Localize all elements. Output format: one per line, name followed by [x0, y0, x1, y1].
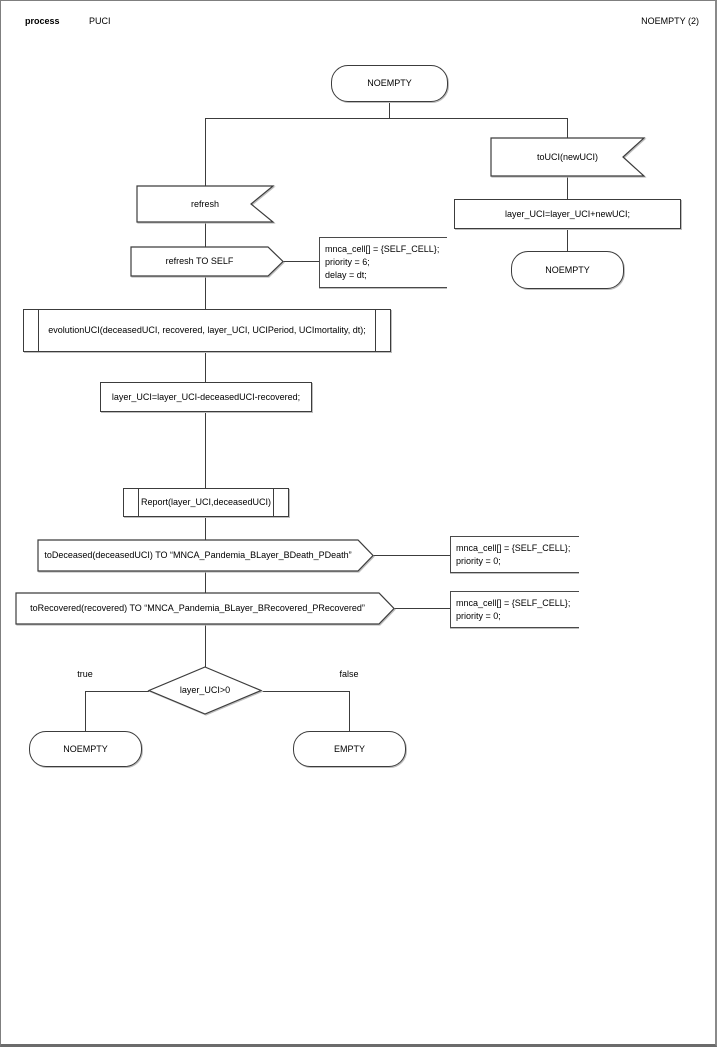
comment-line: priority = 0; — [456, 556, 501, 566]
state-noempty-right[interactable]: NOEMPTY — [511, 251, 624, 289]
procedure-call-report[interactable]: Report(layer_UCI,deceasedUCI) — [123, 488, 289, 517]
state-label: NOEMPTY — [367, 78, 412, 88]
connector — [205, 276, 206, 309]
state-empty-false[interactable]: EMPTY — [293, 731, 406, 767]
state-label: EMPTY — [333, 743, 365, 754]
header-page-label: NOEMPTY (2) — [641, 16, 699, 26]
state-label: NOEMPTY — [545, 264, 590, 275]
connector — [389, 102, 390, 118]
state-label: NOEMPTY — [63, 743, 108, 754]
task-label: layer_UCI=layer_UCI-deceasedUCI-recovere… — [111, 391, 301, 402]
decision-layeruci[interactable]: layer_UCI>0 — [147, 666, 263, 715]
output-signal-label: toRecovered(recovered) TO “MNCA_Pandemia… — [30, 603, 365, 613]
connector — [85, 691, 149, 692]
connector — [205, 352, 206, 382]
task-add-newuci[interactable]: layer_UCI=layer_UCI+newUCI; — [454, 199, 681, 229]
comment-refresh-params[interactable]: mnca_cell[] = {SELF_CELL}; priority = 6;… — [319, 237, 447, 288]
comment-connector — [283, 261, 319, 262]
task-label: layer_UCI=layer_UCI+newUCI; — [504, 208, 631, 219]
procedure-call-evolutionuci[interactable]: evolutionUCI(deceasedUCI, recovered, lay… — [23, 309, 391, 352]
input-signal-label: refresh — [190, 198, 219, 209]
connector — [567, 118, 568, 139]
procedure-label: Report(layer_UCI,deceasedUCI) — [140, 497, 272, 507]
input-signal-touci[interactable]: toUCI(newUCI) — [490, 137, 646, 177]
comment-line: priority = 0; — [456, 611, 501, 621]
procedure-label: evolutionUCI(deceasedUCI, recovered, lay… — [48, 325, 366, 335]
connector — [205, 517, 206, 540]
decision-condition-label: layer_UCI>0 — [179, 685, 231, 695]
input-signal-refresh[interactable]: refresh — [136, 185, 275, 223]
output-signal-torecovered[interactable]: toRecovered(recovered) TO “MNCA_Pandemia… — [15, 592, 395, 625]
header-kind-label: process — [25, 16, 60, 26]
connector — [567, 229, 568, 251]
comment-connector — [394, 608, 450, 609]
connector — [205, 412, 206, 488]
comment-line: priority = 6; — [325, 257, 370, 267]
output-signal-todeceased[interactable]: toDeceased(deceasedUCI) TO “MNCA_Pandemi… — [37, 539, 374, 572]
comment-connector — [373, 555, 450, 556]
comment-recovered-params[interactable]: mnca_cell[] = {SELF_CELL}; priority = 0; — [450, 591, 579, 628]
state-start-noempty[interactable]: NOEMPTY — [331, 65, 448, 102]
comment-deceased-params[interactable]: mnca_cell[] = {SELF_CELL}; priority = 0; — [450, 536, 579, 573]
input-signal-label: toUCI(newUCI) — [536, 151, 598, 162]
connector — [205, 118, 568, 119]
comment-line: mnca_cell[] = {SELF_CELL}; — [325, 244, 440, 254]
output-signal-refresh-self[interactable]: refresh TO SELF — [130, 246, 284, 277]
connector — [205, 571, 206, 593]
task-update-layeruci[interactable]: layer_UCI=layer_UCI-deceasedUCI-recovere… — [100, 382, 312, 412]
output-signal-label: toDeceased(deceasedUCI) TO “MNCA_Pandemi… — [44, 550, 352, 560]
connector — [205, 118, 206, 186]
connector — [205, 222, 206, 247]
connector — [349, 691, 350, 731]
connector — [205, 624, 206, 667]
connector — [85, 691, 86, 731]
output-signal-label: refresh TO SELF — [165, 256, 234, 266]
comment-line: mnca_cell[] = {SELF_CELL}; — [456, 543, 571, 553]
state-noempty-true[interactable]: NOEMPTY — [29, 731, 142, 767]
header-process-name: PUCI — [89, 16, 111, 26]
connector — [567, 176, 568, 199]
decision-false-label: false — [339, 669, 359, 679]
connector — [261, 691, 349, 692]
comment-line: delay = dt; — [325, 270, 367, 280]
decision-true-label: true — [77, 669, 93, 679]
comment-line: mnca_cell[] = {SELF_CELL}; — [456, 598, 571, 608]
